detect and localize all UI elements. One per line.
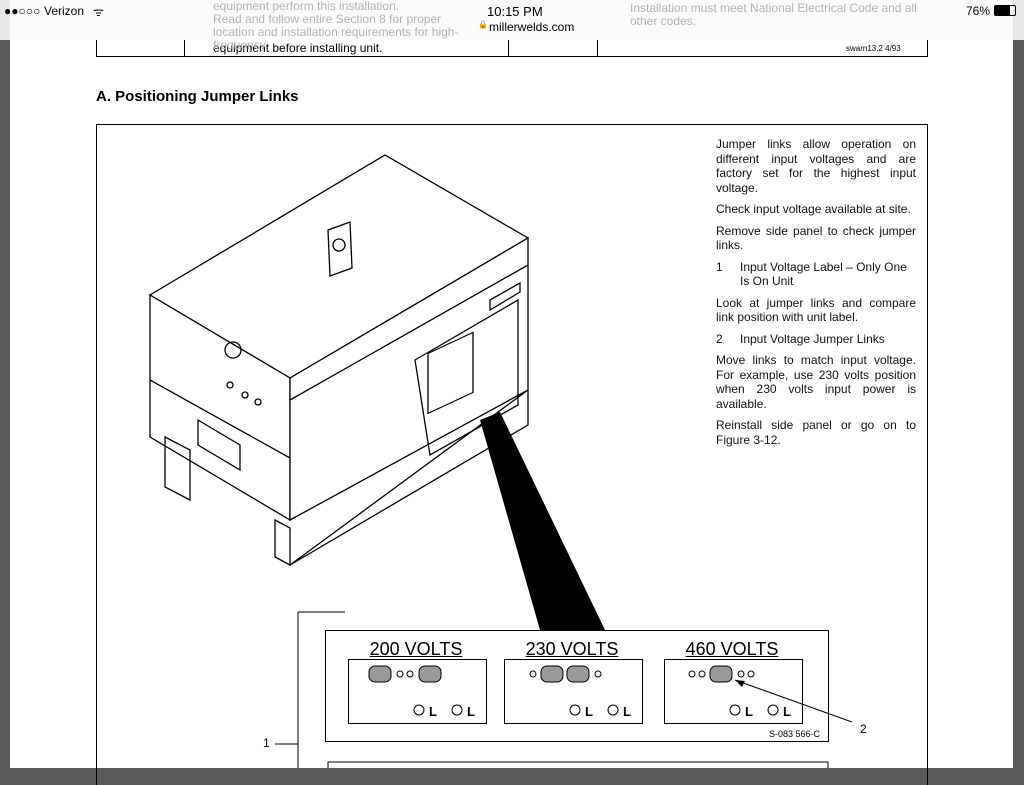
carrier: Verizon xyxy=(44,4,85,18)
header-table xyxy=(96,40,928,57)
table-text: equipment before installing unit. xyxy=(213,41,383,55)
ghost-text: equipment perform this installation. xyxy=(213,0,400,13)
paragraph: Reinstall side panel or go on to Figure … xyxy=(716,418,916,447)
ghost-text: Read and follow entire Section 8 for pro… xyxy=(213,12,459,52)
battery-icon xyxy=(994,5,1016,16)
item-number: 1 xyxy=(716,259,723,274)
item-number: 2 xyxy=(716,331,723,346)
callout-2: 2 xyxy=(860,722,867,736)
paragraph: Jumper links allow operation on differen… xyxy=(716,137,916,195)
panel-title: 460 VOLTS xyxy=(685,639,779,659)
instructions: Jumper links allow operation on differen… xyxy=(716,137,916,454)
list-item: 1 Input Voltage Label – Only One Is On Un… xyxy=(716,260,916,289)
lock-icon: 🔒 xyxy=(478,20,488,29)
paragraph: Move links to match input voltage. For e… xyxy=(716,353,916,411)
terminal-label: L xyxy=(585,704,593,719)
wifi-icon: ᯤ xyxy=(93,5,104,19)
section-title: A. Positioning Jumper Links xyxy=(96,88,299,105)
table-divider xyxy=(597,40,598,56)
paragraph: Check input voltage available at site. xyxy=(716,202,911,216)
terminal-label: L xyxy=(467,704,475,719)
jumper-links-icon xyxy=(368,665,463,716)
status-bar: ●●○○○ Verizon ᯤ 10:15 PM 🔒 millerwelds.c… xyxy=(0,0,1024,40)
panel-title: 200 VOLTS xyxy=(369,639,463,659)
list-item: 2 Input Voltage Jumper Links xyxy=(716,332,916,347)
callout-wedge xyxy=(480,412,605,630)
terminal-label: L xyxy=(623,704,631,719)
callout-1: 1 xyxy=(263,736,270,750)
ghost-text: Installation must meet National Electric… xyxy=(630,1,917,28)
item-text: Input Voltage Label – Only One Is On Uni… xyxy=(740,259,907,289)
item-text: Input Voltage Jumper Links xyxy=(740,331,885,346)
url[interactable]: millerwelds.com xyxy=(489,20,575,34)
jumper-links-icon xyxy=(688,665,779,716)
paragraph: Look at jumper links and compare link po… xyxy=(716,295,916,325)
terminal-label: L xyxy=(429,704,437,719)
battery-level: 76% xyxy=(966,4,991,18)
clock: 10:15 PM xyxy=(487,4,543,19)
label-code: S-083 566-C xyxy=(768,729,820,739)
table-divider xyxy=(508,40,509,56)
figure-frame xyxy=(96,124,928,785)
terminal-label: L xyxy=(783,704,791,719)
signal-icon: ●●○○○ xyxy=(4,4,41,18)
terminal-label: L xyxy=(745,704,753,719)
paragraph: Remove side panel to check jumper links. xyxy=(716,223,916,253)
jumper-links-icon xyxy=(529,665,619,716)
table-divider xyxy=(184,40,185,56)
welder-illustration xyxy=(148,154,853,768)
table-code: swarn13.2 4/93 xyxy=(846,44,901,53)
panel-title: 230 VOLTS xyxy=(525,639,619,659)
